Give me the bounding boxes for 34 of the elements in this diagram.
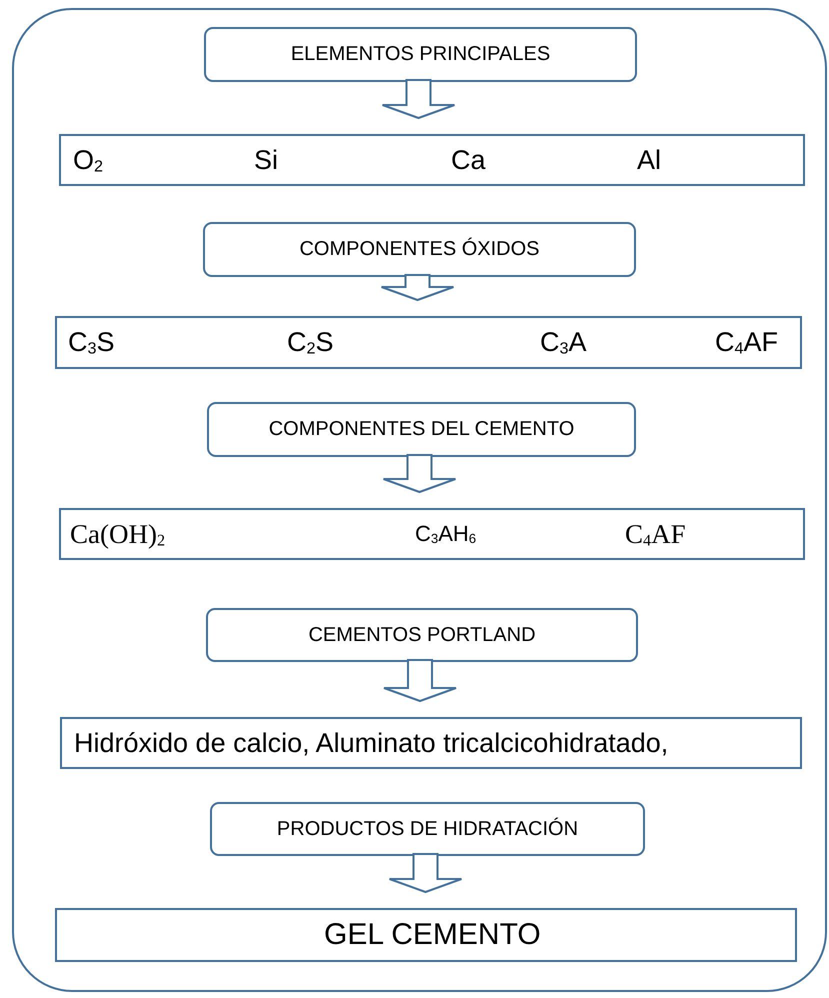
- box-label: Hidróxido de calcio, Aluminato tricalcicohidratado,: [74, 730, 668, 756]
- block-arrow: [382, 79, 456, 120]
- box-label: ELEMENTOS PRINCIPALES: [290, 43, 550, 66]
- content-box: [59, 508, 805, 560]
- formula-label: C$_{3}$AH$_{6}$: [415, 523, 476, 546]
- block-arrow: [382, 454, 456, 494]
- content-box: [55, 316, 802, 369]
- formula-label: Ca: [451, 146, 486, 174]
- content-box: [59, 134, 805, 186]
- heading-box: [207, 402, 636, 457]
- block-arrow: [388, 853, 462, 894]
- formula-label: C$_{4}$AF: [715, 329, 778, 357]
- box-label: COMPONENTES DEL CEMENTO: [268, 418, 574, 441]
- formula-label: Al: [637, 146, 662, 174]
- box-label: PRODUCTOS DE HIDRATACIÓN: [276, 818, 578, 840]
- content-box: [55, 908, 797, 962]
- formula-label: C$_{3}$S: [68, 329, 115, 357]
- block-arrow: [380, 274, 454, 302]
- heading-box: [206, 608, 638, 662]
- formula-label: Ca(OH)$_{2}$: [70, 520, 166, 548]
- formula-label: C$_{3}$A: [540, 329, 587, 357]
- block-arrow: [383, 659, 457, 702]
- heading-box: [203, 222, 636, 277]
- formula-label: C$_{2}$S: [287, 329, 334, 357]
- formula-label: O$_{2}$: [73, 146, 104, 174]
- formula-label: C$_{4}$AF: [625, 520, 686, 548]
- heading-box: [204, 27, 637, 82]
- heading-box: [210, 802, 645, 856]
- box-label: CEMENTOS PORTLAND: [308, 624, 536, 646]
- content-box: [60, 717, 802, 769]
- box-label: COMPONENTES ÓXIDOS: [299, 238, 540, 261]
- formula-label: Si: [254, 146, 278, 174]
- frame-box: [12, 8, 827, 992]
- box-label: GEL CEMENTO: [324, 920, 541, 950]
